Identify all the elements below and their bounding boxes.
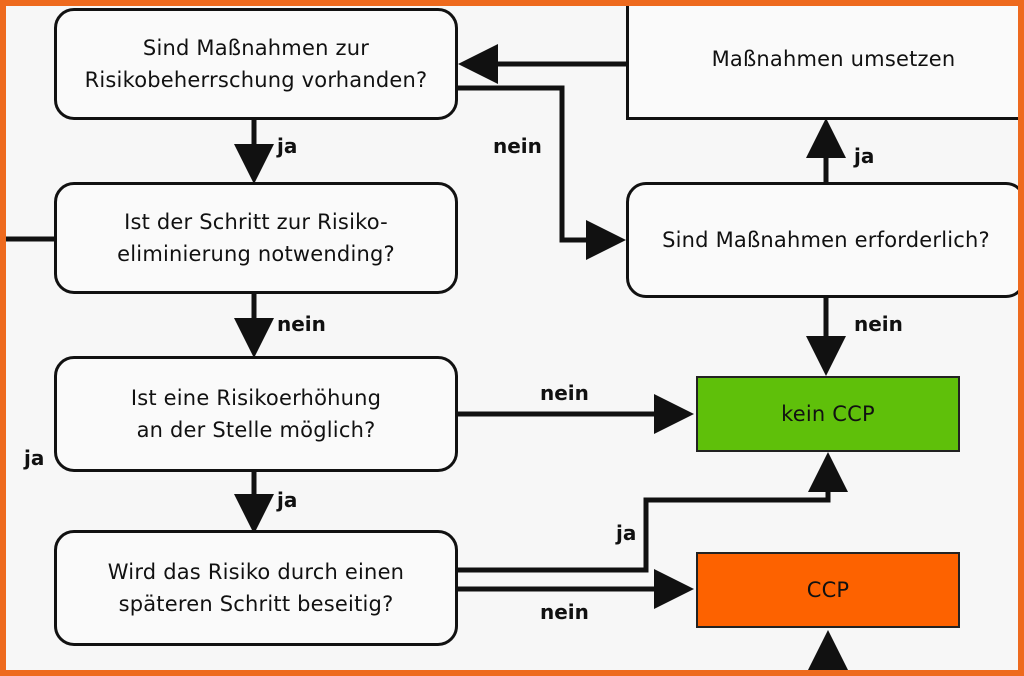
result-kein-ccp-text: kein CCP — [781, 402, 875, 426]
result-ccp: CCP — [696, 552, 960, 628]
result-ccp-text: CCP — [806, 578, 850, 602]
label-q4-ccp: nein — [540, 600, 589, 624]
action-implement-measures: Maßnahmen umsetzen — [626, 6, 1018, 120]
question-measures-required: Sind Maßnahmen erforderlich? — [626, 182, 1018, 298]
question-risk-increase: Ist eine Risikoerhöhung an der Stelle mö… — [54, 356, 458, 472]
label-q5-action: ja — [854, 144, 875, 168]
label-q2-q3: nein — [277, 312, 326, 336]
question-step-necessary-text: Ist der Schritt zur Risiko- eliminierung… — [117, 210, 395, 266]
label-q1-q2: ja — [277, 134, 298, 158]
question-later-step-text: Wird das Risiko durch einen späteren Sch… — [107, 560, 405, 616]
result-kein-ccp: kein CCP — [696, 376, 960, 452]
label-q1-q5: nein — [493, 134, 542, 158]
label-q4-kein: ja — [616, 521, 637, 545]
question-step-necessary: Ist der Schritt zur Risiko- eliminierung… — [54, 182, 458, 294]
label-q5-kein: nein — [854, 312, 903, 336]
label-q2-left: ja — [24, 446, 45, 470]
question-measures-present: Sind Maßnahmen zur Risikobeherrschung vo… — [54, 8, 458, 120]
connector-layer — [6, 44, 848, 670]
question-measures-required-text: Sind Maßnahmen erforderlich? — [662, 228, 990, 252]
label-q3-q4: ja — [277, 488, 298, 512]
question-measures-present-text: Sind Maßnahmen zur Risikobeherrschung vo… — [84, 36, 428, 92]
question-later-step: Wird das Risiko durch einen späteren Sch… — [54, 530, 458, 646]
action-implement-measures-text: Maßnahmen umsetzen — [711, 46, 956, 71]
edge-q1-q5 — [456, 85, 626, 260]
label-q3-kein: nein — [540, 381, 589, 405]
question-risk-increase-text: Ist eine Risikoerhöhung an der Stelle mö… — [130, 386, 382, 442]
edge-q4-kein — [456, 452, 848, 573]
